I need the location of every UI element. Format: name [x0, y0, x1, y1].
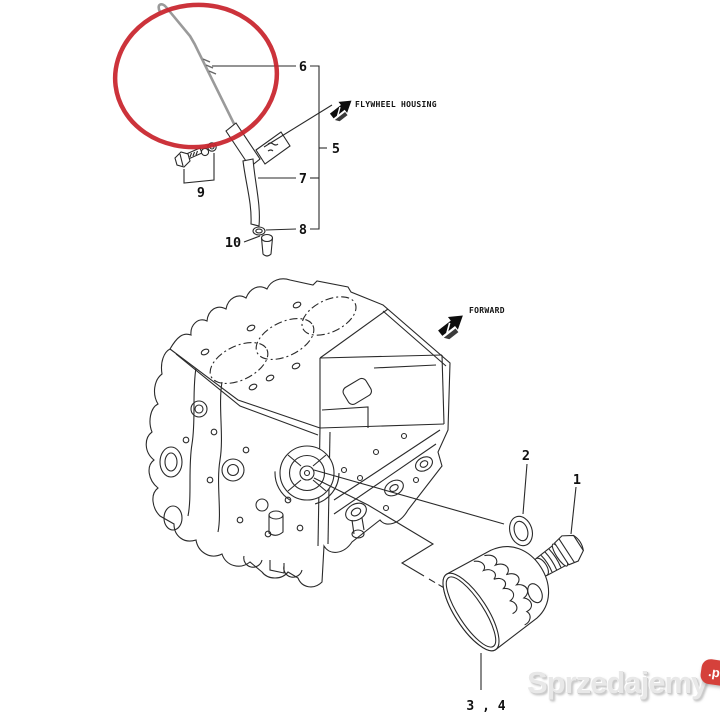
guide-bracket-part-5 — [255, 131, 291, 165]
part-2-washer — [509, 463, 533, 547]
callout-8: 8 — [299, 222, 307, 238]
watermark-text: Sprzedajemy — [527, 665, 708, 700]
callout-5: 5 — [332, 141, 340, 157]
dipstick-assembly — [157, 2, 291, 257]
callout-9: 9 — [197, 185, 205, 201]
guide-tube-part-7 — [242, 158, 260, 227]
part-1-plug — [534, 534, 584, 577]
callout-3-4: 3 , 4 — [466, 699, 505, 714]
callout-1: 1 — [573, 472, 581, 488]
forward-arrow-icon — [434, 308, 471, 343]
engine-block-drawing — [145, 278, 451, 588]
flywheel-housing-label: FLYWHEEL HOUSING — [355, 100, 437, 109]
guide-tube-upper — [225, 122, 261, 168]
callout-10: 10 — [225, 235, 241, 251]
tube-part-10 — [260, 233, 274, 243]
flywheel-housing-arrow-icon — [326, 94, 358, 124]
highlight-circle — [112, 2, 280, 150]
part-3-4-oil-filter — [442, 546, 550, 652]
dipstick-part-6 — [157, 2, 244, 141]
part-1-leader — [570, 486, 577, 535]
o-ring-part-8 — [252, 226, 266, 236]
callout-7: 7 — [299, 171, 307, 187]
dipstick-marks — [202, 58, 217, 75]
forward-label: FORWARD — [469, 306, 505, 315]
callout-2: 2 — [522, 448, 530, 464]
callout-leaders — [183, 65, 333, 243]
callout-6: 6 — [299, 59, 307, 75]
watermark: Sprzedajemy .pl — [527, 658, 720, 700]
